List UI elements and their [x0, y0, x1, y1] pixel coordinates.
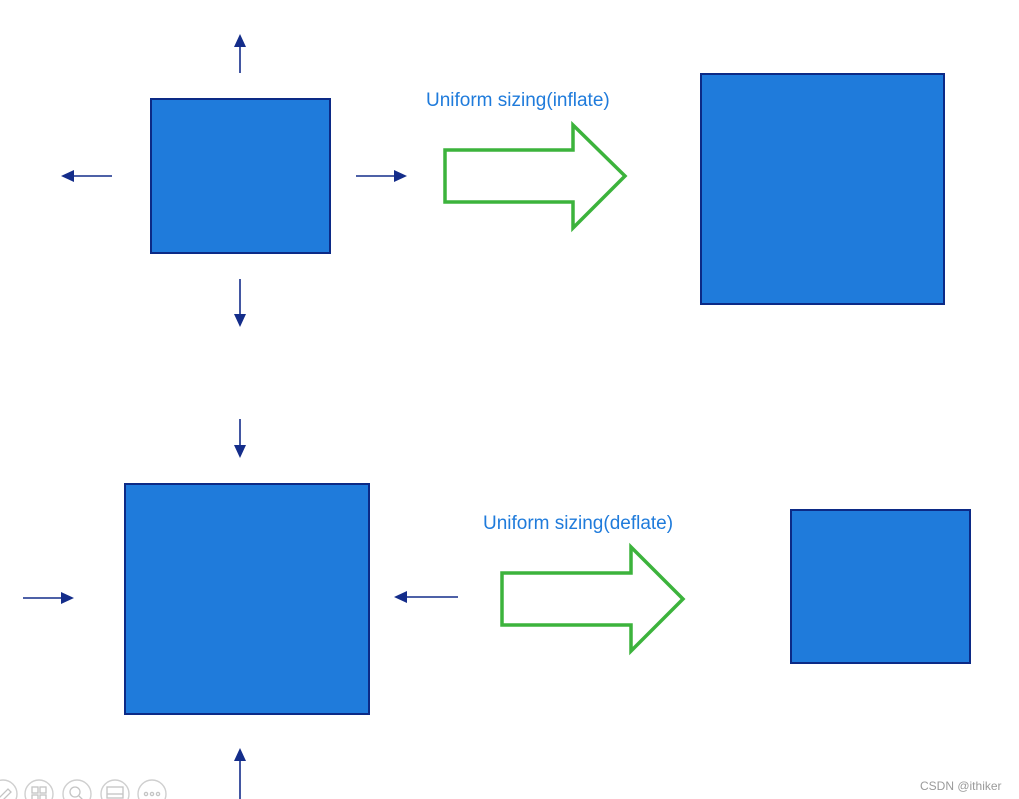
- inflate-caption: Uniform sizing(inflate): [426, 90, 610, 111]
- outward-arrow-right-icon: [356, 170, 407, 182]
- grid-icon[interactable]: [24, 779, 54, 799]
- inflate-source-square: [150, 98, 331, 254]
- zoom-icon[interactable]: [62, 779, 92, 799]
- more-icon[interactable]: [137, 779, 167, 799]
- outward-arrow-up-icon: [234, 34, 246, 73]
- inflate-block-arrow-icon: [443, 120, 628, 233]
- edit-icon[interactable]: [0, 779, 18, 799]
- deflate-result-square: [790, 509, 971, 664]
- inward-arrow-right-icon: [394, 591, 458, 603]
- watermark-text: CSDN @ithiker: [920, 779, 1002, 793]
- outward-arrow-down-icon: [234, 279, 246, 327]
- inward-arrow-top-icon: [234, 419, 246, 458]
- deflate-source-square: [124, 483, 370, 715]
- deflate-caption: Uniform sizing(deflate): [483, 513, 673, 534]
- screen-icon[interactable]: [100, 779, 130, 799]
- deflate-row: Uniform sizing(deflate): [23, 419, 971, 799]
- inward-arrow-bottom-icon: [234, 748, 246, 799]
- inflate-result-square: [700, 73, 945, 305]
- viewer-toolbar: [0, 779, 167, 799]
- inflate-row: Uniform sizing(inflate): [61, 34, 945, 327]
- inward-arrow-left-icon: [23, 592, 74, 604]
- outward-arrow-left-icon: [61, 170, 112, 182]
- deflate-block-arrow-icon: [500, 542, 686, 656]
